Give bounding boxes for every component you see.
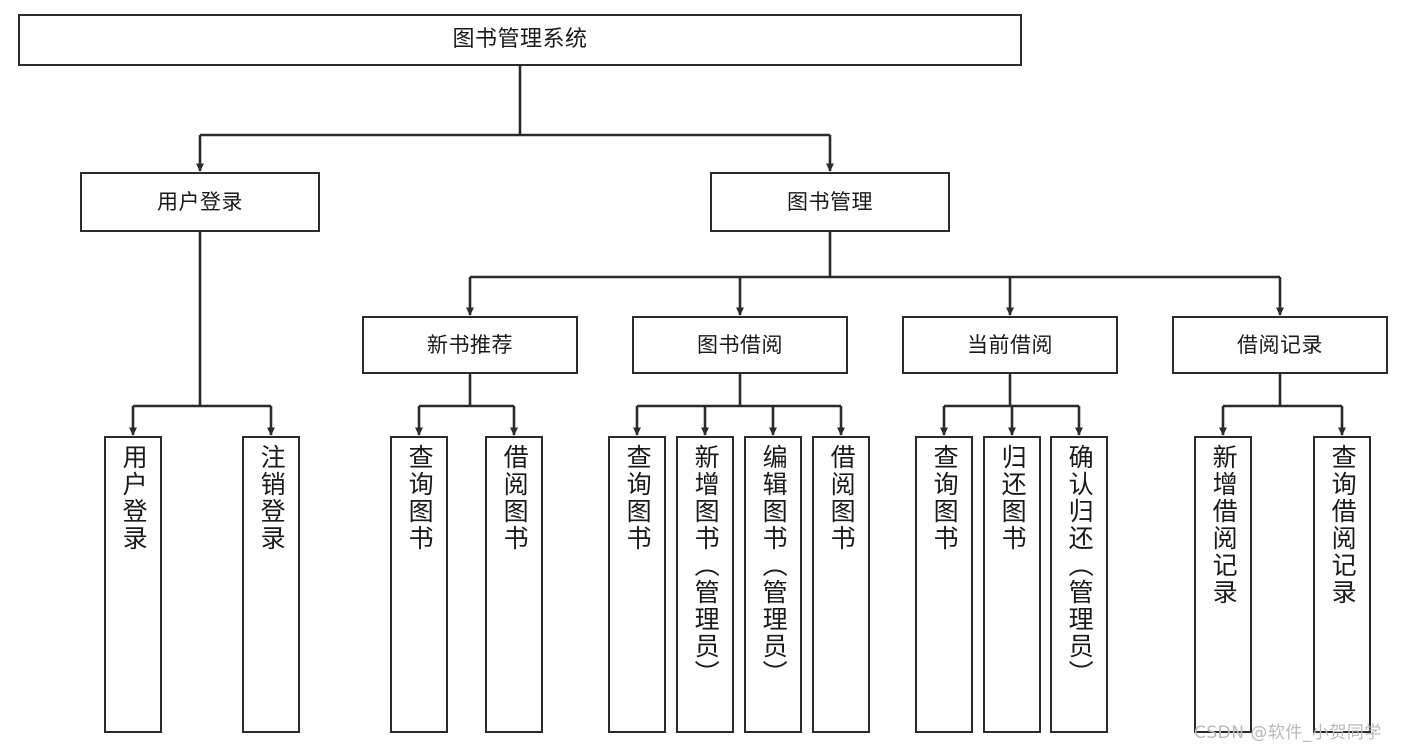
node-book-borrow[interactable]: 图书借阅 xyxy=(632,316,848,374)
node-borrow-record[interactable]: 借阅记录 xyxy=(1172,316,1388,374)
node-label: 图书管理 xyxy=(787,189,873,214)
node-root[interactable]: 图书管理系统 xyxy=(18,14,1022,66)
node-label: 用户登录 xyxy=(157,189,243,214)
node-leaf-query-record[interactable]: 查询借阅记录 xyxy=(1313,436,1371,733)
node-leaf-borrow-book-1[interactable]: 借阅图书 xyxy=(485,436,543,733)
node-leaf-add-record[interactable]: 新增借阅记录 xyxy=(1194,436,1252,733)
node-leaf-add-book[interactable]: 新增图书（管理员） xyxy=(676,436,734,733)
node-leaf-borrow-book-2[interactable]: 借阅图书 xyxy=(812,436,870,733)
node-book-manage[interactable]: 图书管理 xyxy=(710,172,950,232)
csdn-watermark: CSDN @软件_小贺同学 xyxy=(1194,723,1382,743)
node-label: 借阅图书 xyxy=(827,444,857,552)
node-label: 归还图书 xyxy=(998,444,1028,552)
node-leaf-confirm-return[interactable]: 确认归还（管理员） xyxy=(1050,436,1108,733)
node-leaf-return-book[interactable]: 归还图书 xyxy=(983,436,1041,733)
node-label: 查询图书 xyxy=(405,444,435,552)
node-leaf-user-login[interactable]: 用户登录 xyxy=(104,436,162,733)
node-label: 查询借阅记录 xyxy=(1328,444,1358,606)
node-leaf-query-book-2[interactable]: 查询图书 xyxy=(608,436,666,733)
node-label: 新书推荐 xyxy=(427,332,513,357)
node-leaf-edit-book[interactable]: 编辑图书（管理员） xyxy=(744,436,802,733)
node-label: 注销登录 xyxy=(257,444,287,552)
node-user-login[interactable]: 用户登录 xyxy=(80,172,320,232)
node-label: 确认归还（管理员） xyxy=(1065,444,1095,687)
node-label: 查询图书 xyxy=(623,444,653,552)
node-label: 借阅图书 xyxy=(500,444,530,552)
node-label: 查询图书 xyxy=(930,444,960,552)
node-new-book-recommend[interactable]: 新书推荐 xyxy=(362,316,578,374)
node-label: 新增借阅记录 xyxy=(1209,444,1239,606)
node-leaf-query-book-3[interactable]: 查询图书 xyxy=(915,436,973,733)
node-label: 图书借阅 xyxy=(697,332,783,357)
node-leaf-logout-login[interactable]: 注销登录 xyxy=(242,436,300,733)
node-label: 用户登录 xyxy=(119,444,149,552)
node-label: 图书管理系统 xyxy=(452,27,588,53)
node-current-borrow[interactable]: 当前借阅 xyxy=(902,316,1118,374)
node-label: 新增图书（管理员） xyxy=(691,444,721,687)
node-leaf-query-book-1[interactable]: 查询图书 xyxy=(390,436,448,733)
node-label: 当前借阅 xyxy=(967,332,1053,357)
node-label: 借阅记录 xyxy=(1237,332,1323,357)
node-label: 编辑图书（管理员） xyxy=(759,444,789,687)
